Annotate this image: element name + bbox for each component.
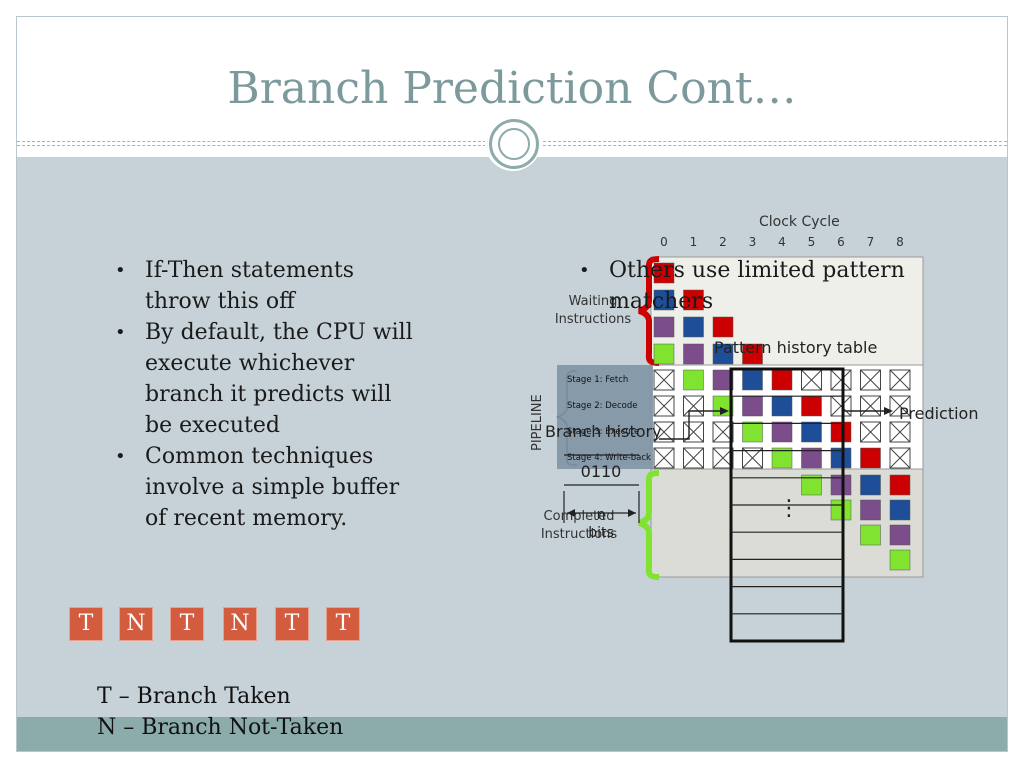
n-bits-arrow-right-head — [628, 509, 636, 517]
bullet-item: If-Then statements throw this off — [115, 255, 425, 317]
completed-instruction-square — [860, 524, 881, 546]
completed-instruction-square — [801, 474, 822, 496]
pipeline-instruction-square — [860, 447, 881, 469]
slide: Branch Prediction Cont… Clock Cycle 0 1 2 3 4… — [16, 16, 1008, 752]
pipeline-instruction-square — [801, 421, 822, 443]
stage-label: Stage 2: Decode — [567, 401, 638, 411]
completed-instruction-square — [889, 474, 911, 496]
empty-cell-cross — [653, 369, 675, 391]
stage-label: Stage 4: Write-back — [567, 453, 651, 463]
pipeline-instruction-square — [771, 369, 793, 391]
stage-label: Stage 1: Fetch — [567, 375, 628, 385]
waiting-instruction-square — [653, 343, 675, 365]
right-bullet-list: Others use limited pattern matchers — [579, 255, 909, 317]
completed-instruction-square — [889, 524, 911, 546]
pipeline-instruction-square — [830, 447, 852, 469]
clock-tick-label: 2 — [719, 235, 727, 249]
empty-cell-cross — [830, 395, 852, 417]
empty-cell-cross — [801, 369, 822, 391]
empty-cell-cross — [830, 369, 852, 391]
clock-tick-label: 1 — [690, 235, 698, 249]
index-arrow — [659, 410, 727, 440]
empty-cell-cross — [889, 369, 911, 391]
circle-ornament-inner — [498, 128, 530, 160]
branch-outcome-box: N — [223, 607, 257, 641]
waiting-instruction-square — [712, 343, 734, 365]
empty-cell-cross — [889, 395, 911, 417]
completed-instruction-square — [860, 474, 881, 496]
pattern-history-label: Pattern history table — [714, 338, 877, 357]
completed-instruction-square — [830, 474, 852, 496]
clock-tick-label: 4 — [778, 235, 786, 249]
legend-not-taken: N – Branch Not-Taken — [97, 715, 344, 740]
branch-outcome-box: N — [119, 607, 153, 641]
clock-tick-label: 7 — [867, 235, 875, 249]
ellipsis-icon: ⋮ — [778, 496, 800, 521]
stage-label-panel — [557, 365, 653, 469]
empty-cell-cross — [889, 447, 911, 469]
completed-instruction-square — [830, 499, 852, 521]
legend-taken: T – Branch Taken — [97, 684, 291, 709]
pipeline-instruction-square — [683, 369, 704, 391]
branch-outcome-box: T — [69, 607, 103, 641]
bullet-item: Others use limited pattern matchers — [579, 255, 909, 317]
pipeline-instruction-square — [830, 421, 852, 443]
waiting-instruction-square — [712, 316, 734, 338]
n-label: n — [597, 507, 606, 523]
pipeline-instruction-square — [742, 369, 763, 391]
slide-title: Branch Prediction Cont… — [227, 63, 797, 114]
completed-instruction-square — [889, 549, 911, 571]
clock-tick-label: 8 — [896, 235, 904, 249]
pipeline-instruction-square — [771, 395, 793, 417]
completed-instructions-label: Instructions — [541, 527, 618, 542]
clock-tick-label: 0 — [660, 235, 668, 249]
pipeline-instruction-square — [801, 447, 822, 469]
completed-instruction-square — [860, 499, 881, 521]
pipeline-instruction-square — [742, 421, 763, 443]
stage-label: Stage 3: Execute — [567, 427, 639, 437]
bits-label: bits — [588, 525, 614, 541]
empty-cell-cross — [860, 395, 881, 417]
branch-outcome-box: T — [170, 607, 204, 641]
legend: T – Branch Taken N – Branch Not-Taken — [97, 681, 343, 743]
clock-tick-label: 3 — [749, 235, 757, 249]
completed-instruction-square — [889, 499, 911, 521]
empty-cell-cross — [683, 447, 704, 469]
footer-bar — [17, 717, 1007, 751]
branch-history-label: Branch history — [545, 422, 662, 441]
pipeline-instruction-square — [742, 395, 763, 417]
completed-panel — [650, 468, 924, 578]
empty-cell-cross — [742, 447, 763, 469]
pipeline-instruction-square — [801, 395, 822, 417]
waiting-instruction-square — [742, 343, 763, 365]
prediction-arrow-head — [884, 407, 893, 415]
branch-outcome-box: T — [275, 607, 309, 641]
pipeline-label: PIPELINE — [530, 394, 545, 451]
clock-tick-label: 6 — [837, 235, 845, 249]
empty-cell-cross — [860, 369, 881, 391]
pipeline-instruction-square — [771, 421, 793, 443]
empty-cell-cross — [889, 421, 911, 443]
index-arrow-head — [720, 407, 729, 415]
empty-cell-cross — [653, 447, 675, 469]
waiting-instruction-square — [653, 316, 675, 338]
waiting-instruction-square — [683, 316, 704, 338]
clock-cycle-label: Clock Cycle — [759, 214, 840, 230]
empty-cell-cross — [653, 395, 675, 417]
bullet-item: Common techniques involve a simple buffe… — [115, 441, 425, 534]
branch-history-value: 0110 — [581, 462, 622, 481]
left-bullet-list: If-Then statements throw this off By def… — [115, 255, 425, 534]
prediction-label: Prediction — [899, 404, 978, 423]
empty-cell-cross — [860, 421, 881, 443]
branch-outcome-box: T — [326, 607, 360, 641]
pipeline-instruction-square — [771, 447, 793, 469]
bullet-item: By default, the CPU will execute whichev… — [115, 317, 425, 441]
pipeline-instruction-square — [712, 369, 734, 391]
clock-tick-label: 5 — [808, 235, 816, 249]
n-bits-arrow-left-head — [567, 509, 575, 517]
waiting-instruction-square — [683, 343, 704, 365]
empty-cell-cross — [683, 395, 704, 417]
